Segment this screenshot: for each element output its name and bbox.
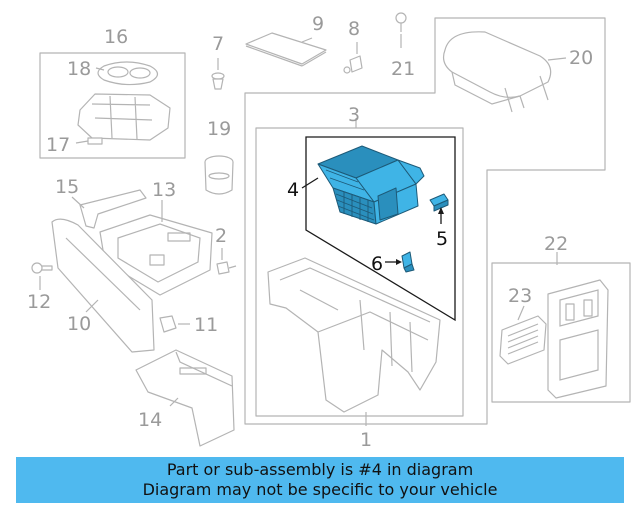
callout-5: 5 [436, 228, 448, 250]
group-box-22 [491, 262, 631, 403]
banner-line-1: Part or sub-assembly is #4 in diagram [166, 460, 474, 479]
callout-16: 16 [104, 26, 128, 48]
part-6-clip [401, 251, 415, 273]
part-15-bracket [79, 189, 147, 229]
info-banner: Part or sub-assembly is #4 in diagram Di… [16, 457, 624, 503]
callout-6: 6 [371, 253, 383, 275]
parts-diagram: 1 2 3 4 5 6 7 8 9 10 11 12 13 14 15 16 1… [27, 12, 631, 451]
callout-8: 8 [348, 18, 360, 40]
callout-19: 19 [207, 118, 231, 140]
part-8-clip [343, 42, 363, 74]
callout-9: 9 [312, 13, 324, 35]
callout-15: 15 [55, 176, 79, 198]
part-5-clip [429, 193, 449, 212]
callout-4: 4 [287, 179, 299, 201]
group-box-16 [39, 52, 186, 159]
part-23-vent [499, 315, 547, 365]
callout-17: 17 [46, 134, 70, 156]
part-14-lower-cover [135, 349, 235, 447]
highlight-frame [305, 136, 456, 322]
part-21-screw [395, 12, 407, 48]
part-20-armrest-lid [442, 31, 552, 113]
group-box-1 [244, 17, 606, 425]
part-22-rear-panel [547, 279, 609, 399]
callout-1: 1 [360, 429, 372, 451]
callout-3: 3 [348, 104, 360, 126]
callout-13: 13 [152, 179, 176, 201]
callout-22: 22 [544, 233, 568, 255]
callout-20: 20 [569, 47, 593, 69]
callout-23: 23 [508, 285, 532, 307]
part-11-clip [159, 315, 190, 333]
callout-11: 11 [194, 314, 218, 336]
callout-14: 14 [138, 409, 162, 431]
group-box-3 [255, 127, 464, 417]
part-2-screw [216, 248, 237, 275]
part-1-console-body [267, 257, 441, 413]
callout-7: 7 [212, 33, 224, 55]
part-12-screw [31, 262, 53, 290]
part-16-cupholder-assembly [77, 61, 171, 145]
callout-2: 2 [215, 225, 227, 247]
part-4-storage-bin [317, 145, 425, 225]
part-7-screw [211, 58, 225, 90]
part-10-side-panel [51, 218, 155, 353]
callout-10: 10 [67, 313, 91, 335]
part-9-pad [245, 32, 327, 67]
part-19-cup [204, 155, 234, 195]
callout-12: 12 [27, 291, 51, 313]
banner-line-2: Diagram may not be specific to your vehi… [142, 480, 498, 499]
callout-18: 18 [67, 58, 91, 80]
callout-21: 21 [391, 58, 415, 80]
